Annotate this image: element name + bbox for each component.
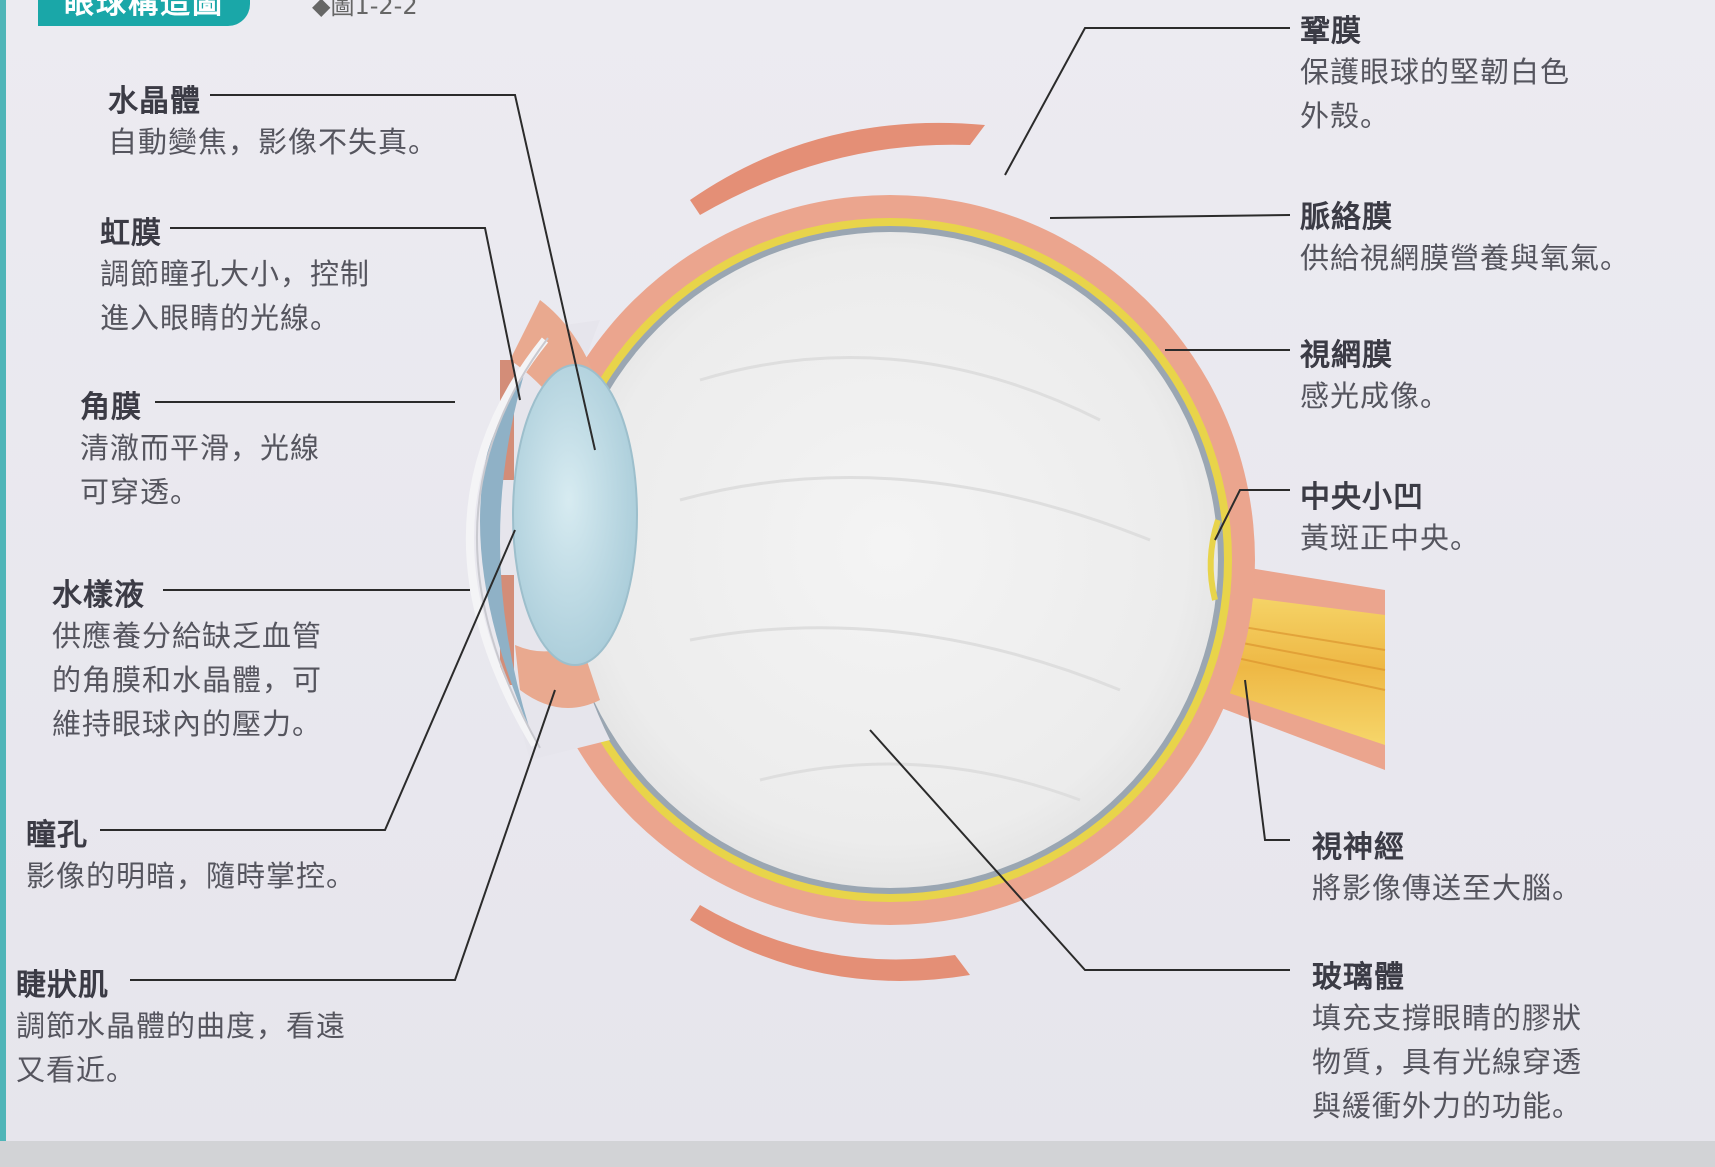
label-choroid-name: 脈絡膜 (1300, 192, 1630, 236)
label-vitreous: 玻璃體 填充支撐眼睛的膠狀 物質，具有光線穿透 與緩衝外力的功能。 (1312, 952, 1582, 1128)
vitreous-body (562, 232, 1218, 888)
label-ciliary-desc-2: 又看近。 (16, 1048, 346, 1092)
label-iris-desc-1: 調節瞳孔大小，控制 (100, 252, 370, 296)
label-sclera-desc-2: 外殼。 (1300, 94, 1570, 138)
label-sclera-desc-1: 保護眼球的堅韌白色 (1300, 50, 1570, 94)
label-vitreous-desc-1: 填充支撐眼睛的膠狀 (1312, 996, 1582, 1040)
lens (513, 365, 637, 665)
label-retina-name: 視網膜 (1300, 330, 1450, 374)
page-bottom-band (0, 1141, 1715, 1167)
label-aqueous-desc-2: 的角膜和水晶體，可 (52, 658, 322, 702)
label-pupil: 瞳孔 影像的明暗，隨時掌控。 (26, 810, 356, 898)
label-optic-nerve: 視神經 將影像傳送至大腦。 (1312, 822, 1582, 910)
label-retina: 視網膜 感光成像。 (1300, 330, 1450, 418)
label-vitreous-name: 玻璃體 (1312, 952, 1582, 996)
label-fovea-desc: 黃斑正中央。 (1300, 516, 1480, 560)
label-iris-desc-2: 進入眼睛的光線。 (100, 296, 370, 340)
label-lens: 水晶體 自動變焦，影像不失真。 (108, 76, 438, 164)
label-cornea-name: 角膜 (80, 382, 320, 426)
label-pupil-name: 瞳孔 (26, 810, 356, 854)
label-sclera: 鞏膜 保護眼球的堅韌白色 外殼。 (1300, 6, 1570, 138)
label-aqueous-name: 水樣液 (52, 570, 322, 614)
label-iris-name: 虹膜 (100, 208, 370, 252)
label-cornea: 角膜 清澈而平滑，光線 可穿透。 (80, 382, 320, 514)
label-lens-name: 水晶體 (108, 76, 438, 120)
label-vitreous-desc-3: 與緩衝外力的功能。 (1312, 1084, 1582, 1128)
label-aqueous: 水樣液 供應養分給缺乏血管 的角膜和水晶體，可 維持眼球內的壓力。 (52, 570, 322, 746)
label-ciliary: 睫狀肌 調節水晶體的曲度，看遠 又看近。 (16, 960, 346, 1092)
label-fovea: 中央小凹 黃斑正中央。 (1300, 472, 1480, 560)
label-optic-nerve-desc: 將影像傳送至大腦。 (1312, 866, 1582, 910)
label-aqueous-desc-1: 供應養分給缺乏血管 (52, 614, 322, 658)
label-choroid: 脈絡膜 供給視網膜營養與氧氣。 (1300, 192, 1630, 280)
label-sclera-name: 鞏膜 (1300, 6, 1570, 50)
label-choroid-desc: 供給視網膜營養與氧氣。 (1300, 236, 1630, 280)
label-vitreous-desc-2: 物質，具有光線穿透 (1312, 1040, 1582, 1084)
label-retina-desc: 感光成像。 (1300, 374, 1450, 418)
label-ciliary-desc-1: 調節水晶體的曲度，看遠 (16, 1004, 346, 1048)
label-aqueous-desc-3: 維持眼球內的壓力。 (52, 702, 322, 746)
label-lens-desc: 自動變焦，影像不失真。 (108, 120, 438, 164)
label-fovea-name: 中央小凹 (1300, 472, 1480, 516)
label-iris: 虹膜 調節瞳孔大小，控制 進入眼睛的光線。 (100, 208, 370, 340)
label-optic-nerve-name: 視神經 (1312, 822, 1582, 866)
label-cornea-desc-2: 可穿透。 (80, 470, 320, 514)
label-pupil-desc: 影像的明暗，隨時掌控。 (26, 854, 356, 898)
label-ciliary-name: 睫狀肌 (16, 960, 346, 1004)
label-cornea-desc-1: 清澈而平滑，光線 (80, 426, 320, 470)
